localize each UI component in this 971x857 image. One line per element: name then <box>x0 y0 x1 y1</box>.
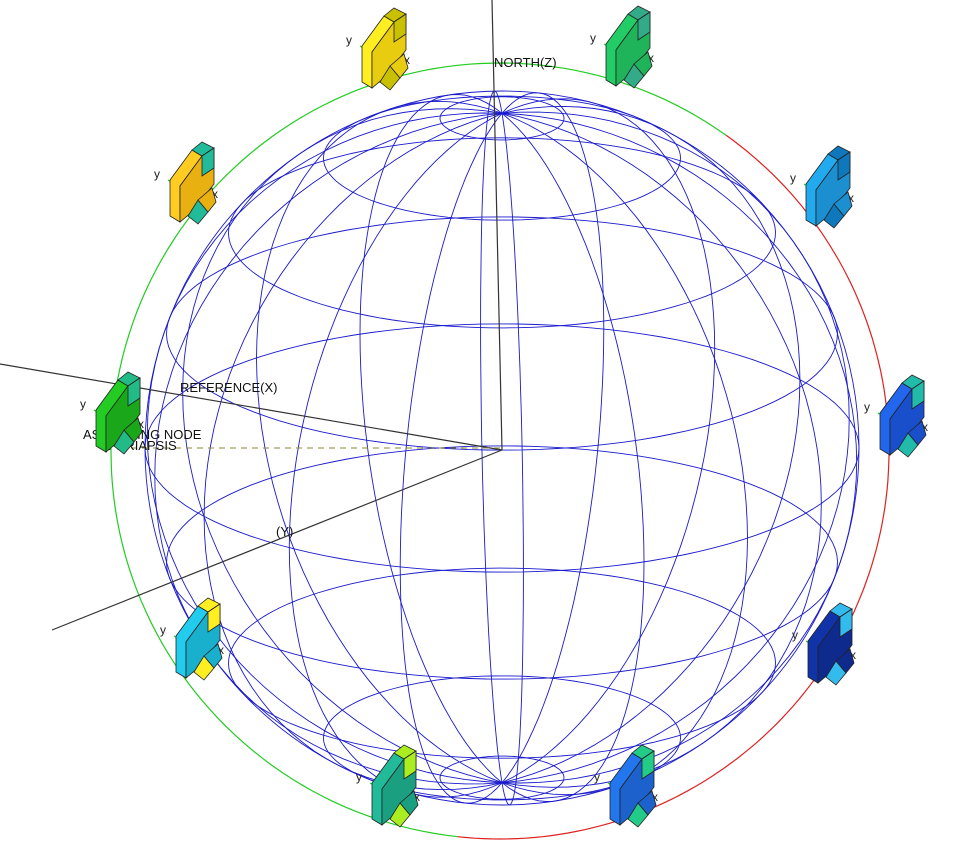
longitude-line <box>501 112 858 784</box>
body-y-axis-label: y <box>154 167 160 181</box>
longitude-line <box>359 94 503 784</box>
satellite-panel-side <box>389 53 409 79</box>
satellite-cap <box>207 603 221 633</box>
satellite-4: yx <box>864 374 928 458</box>
body-x-axis-label: x <box>212 187 218 201</box>
body-y-axis-label: y <box>792 628 798 642</box>
satellite-panel-side <box>197 187 217 213</box>
body-x-axis-label: x <box>414 790 420 804</box>
body-y-axis-label: y <box>346 33 352 47</box>
longitude-line <box>501 92 605 783</box>
body-x-axis-label: x <box>218 643 224 657</box>
body-y-axis-label: y <box>594 770 600 784</box>
north-axis-label: NORTH(Z) <box>494 55 557 70</box>
satellite-cap <box>637 11 651 41</box>
reference-axis-label: REFERENCE(X) <box>180 380 278 395</box>
body-y-axis-label: y <box>356 770 362 784</box>
satellite-cap <box>837 151 851 181</box>
latitude-line <box>166 216 838 451</box>
body-y-axis-label: y <box>590 31 596 45</box>
satellite-cap <box>127 377 141 407</box>
satellite-cap <box>403 750 417 780</box>
satellite-panel-side <box>633 51 653 77</box>
satellite-1: yx <box>346 7 410 91</box>
longitude-line <box>399 113 503 804</box>
satellite-panel-side <box>833 191 853 217</box>
body-y-axis-label: y <box>160 623 166 637</box>
latitude-line <box>439 96 565 141</box>
satellite-panel-side <box>399 790 419 816</box>
body-y-axis-label: y <box>790 171 796 185</box>
longitude-line <box>480 90 503 783</box>
satellite-9: yx <box>80 371 144 455</box>
satellite-6: yx <box>594 744 658 828</box>
satellite-8: yx <box>160 597 224 681</box>
y-axis-line <box>51 449 503 631</box>
satellite-3: yx <box>790 145 854 229</box>
satellite-panel-side <box>203 643 223 669</box>
orbit-eclipse-arc <box>457 134 890 840</box>
body-x-axis-label: x <box>138 417 144 431</box>
x-axis-line <box>0 363 503 451</box>
body-x-axis-label: x <box>850 648 856 662</box>
satellite-panel-side <box>637 790 657 816</box>
longitude-line <box>501 112 645 802</box>
longitude-line <box>288 112 503 798</box>
satellite-2: yx <box>590 5 654 89</box>
satellite-7: yx <box>356 744 420 828</box>
longitude-line <box>501 98 716 784</box>
body-x-axis-label: x <box>404 53 410 67</box>
body-x-axis-label: x <box>648 51 654 65</box>
body-y-axis-label: y <box>864 400 870 414</box>
latitude-line <box>166 445 838 680</box>
y-axis-label: (Y) <box>276 524 293 539</box>
orbit-sunlit-arc <box>110 62 727 838</box>
body-x-axis-label: x <box>922 420 928 434</box>
longitude-line <box>256 100 503 784</box>
longitude-line <box>501 113 524 806</box>
satellite-panel-side <box>907 420 927 446</box>
longitude-line <box>203 112 503 791</box>
body-x-axis-label: x <box>652 790 658 804</box>
body-y-axis-label: y <box>80 397 86 411</box>
latitude-line <box>439 755 565 800</box>
satellite-panel-side <box>123 417 143 443</box>
satellite-cap <box>201 147 215 177</box>
satellite-cap <box>393 13 407 43</box>
longitude-line <box>154 112 503 785</box>
satellite-cap <box>911 380 925 410</box>
longitude-line <box>501 111 850 784</box>
latitude-line <box>228 567 776 759</box>
latitude-line <box>228 137 776 329</box>
longitude-line <box>182 108 503 784</box>
satellite-cap <box>839 608 853 638</box>
satellite-10: yx <box>154 141 218 225</box>
z-axis-line <box>491 0 503 451</box>
satellite-cap <box>641 750 655 780</box>
longitude-line <box>501 105 801 784</box>
satellite-panel-side <box>835 648 855 674</box>
longitude-line <box>146 112 503 784</box>
satellite-5: yx <box>792 602 856 686</box>
body-x-axis-label: x <box>848 191 854 205</box>
longitude-line <box>501 112 822 788</box>
